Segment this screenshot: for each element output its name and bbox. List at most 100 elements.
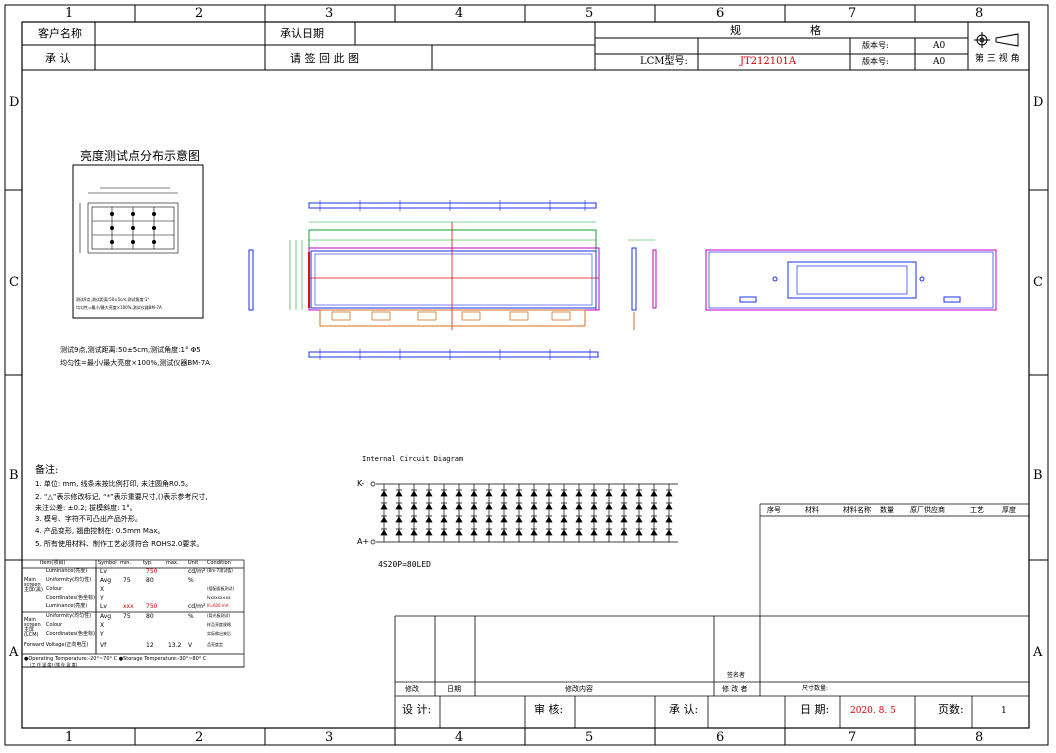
lcm-model-value: JT212101A <box>740 56 797 67</box>
revise-date-label: 日期 <box>447 685 461 693</box>
luminance-box-note-2: 均匀性=最小/最大亮度×100%,测试仪器BM-7A <box>76 305 162 310</box>
led-diode-icon <box>530 489 538 497</box>
spec-cell-item: Colour <box>46 586 63 592</box>
luminance-box-note-1: 测试9点,测试距离:50±5cm,测试角度:1° <box>76 297 150 302</box>
spec-main2-label: Main screen 主屏 (LCM) <box>24 617 41 638</box>
bom-header-process: 工艺 <box>970 506 984 514</box>
spec-cell-cond: (Bm-7测试值) <box>207 568 233 573</box>
spec-cell-sym: Avg <box>100 577 112 584</box>
zone-row-d: D <box>9 95 20 110</box>
spec-table-grid <box>21 559 245 668</box>
note-item-5: 4. 产品变形, 翘曲控制在: 0.5mm Max。 <box>35 527 165 535</box>
zone-col-1-bottom: 1 <box>65 730 74 745</box>
bom-header-material: 材料 <box>805 506 819 514</box>
spec-cell-sym: Lv <box>100 568 107 575</box>
temp-line: ●Operating Temperature:-20°~70° C ●Stora… <box>24 656 207 662</box>
note-item-2: 2. “△”表示修改标记, “*”表示重要尺寸,()表示参考尺寸, <box>35 493 208 501</box>
led-diode-icon <box>530 528 538 536</box>
zone-row-a: A <box>9 645 19 660</box>
spec-header-condition: Condition <box>207 560 231 566</box>
zone-col-2-bottom: 2 <box>195 730 204 745</box>
led-diode-icon <box>530 502 538 510</box>
led-diode-icon <box>440 502 448 510</box>
led-diode-icon <box>605 528 613 536</box>
zone-row-d-right: D <box>1033 95 1044 110</box>
customer-label: 客户名称 <box>38 27 82 40</box>
led-diode-icon <box>665 515 673 523</box>
spec-cell-item: Forward Voltage(正向电压) <box>24 642 89 648</box>
spec-label-1: 规 <box>730 24 741 37</box>
bottom-approve-label: 承 认: <box>669 703 699 716</box>
led-diode-icon <box>470 502 478 510</box>
projection-icon <box>974 32 1019 48</box>
led-diode-icon <box>545 515 553 523</box>
zone-col-1: 1 <box>65 6 74 21</box>
led-diode-icon <box>560 489 568 497</box>
spec-cell-item: Colour <box>46 622 63 628</box>
led-diode-icon <box>650 528 658 536</box>
revision-block <box>394 615 1029 728</box>
spec-cell-sym: X <box>100 586 105 593</box>
led-diode-icon <box>470 489 478 497</box>
led-diode-icon <box>410 502 418 510</box>
zone-row-b: B <box>9 468 19 483</box>
spec-header-min: min. <box>120 560 132 566</box>
led-diode-icon <box>440 515 448 523</box>
led-diode-icon <box>470 515 478 523</box>
led-diode-icon <box>560 528 568 536</box>
reviser-label: 修 改 者 <box>722 685 748 693</box>
bom-header-material-name: 材料名称 <box>843 506 871 514</box>
spec-cell-cond: Ivxxxxx±xx <box>207 595 231 600</box>
led-diode-icon <box>635 515 643 523</box>
spec-main1-label: Main screen 主屏(黑) <box>24 577 43 593</box>
spec-header-max: max. <box>166 560 179 566</box>
led-diode-icon <box>500 489 508 497</box>
led-diode-icon <box>515 528 523 536</box>
led-diode-icon <box>425 502 433 510</box>
led-diode-icon <box>500 502 508 510</box>
pages-label: 页数: <box>938 703 964 716</box>
led-diode-icon <box>485 502 493 510</box>
led-diode-icon <box>590 502 598 510</box>
led-diode-icon <box>515 502 523 510</box>
design-label: 设 计: <box>402 703 432 716</box>
led-diode-icon <box>635 489 643 497</box>
zone-col-6: 6 <box>716 6 725 21</box>
led-diode-icon <box>410 489 418 497</box>
spec-cell-cond: 实际做出来后 <box>207 631 231 636</box>
spec-header-unit: Unit <box>188 560 199 566</box>
led-diode-icon <box>620 515 628 523</box>
temp-sub: (工 作 温 度) (储 存 温 度) <box>30 662 78 667</box>
spec-cell-sym: Y <box>100 595 104 602</box>
bottom-date-value: 2020. 8. 5 <box>850 706 896 716</box>
led-diode-icon <box>455 528 463 536</box>
led-diode-icon <box>455 489 463 497</box>
spec-cell-sym: Vf <box>100 642 107 649</box>
led-diode-icon <box>620 528 628 536</box>
led-diode-icon <box>665 489 673 497</box>
led-diode-icon <box>590 528 598 536</box>
zone-col-7: 7 <box>848 6 857 21</box>
led-diode-icon <box>485 489 493 497</box>
spec-cell-min: 75 <box>123 577 131 584</box>
led-diode-icon <box>455 515 463 523</box>
spec-cell-cond: (搭配面板测试) <box>207 586 235 591</box>
circuit-k-label: K- <box>357 479 365 488</box>
led-diode-icon <box>605 489 613 497</box>
spec-cell-item: Uniformity(均匀性) <box>46 613 92 619</box>
spec-cell-item: Uniformity(均匀性) <box>46 577 92 583</box>
circuit-a-label: A+ <box>357 537 370 546</box>
spec-cell-unit: V <box>188 642 193 649</box>
led-diode-icon <box>650 502 658 510</box>
zone-row-c-right: C <box>1033 275 1043 290</box>
led-diode-icon <box>395 528 403 536</box>
led-diode-icon <box>440 528 448 536</box>
led-diode-icon <box>440 489 448 497</box>
led-diode-icon <box>665 502 673 510</box>
spec-label-2: 格 <box>810 24 821 37</box>
spec-cell-typ: 750 <box>146 568 158 575</box>
zone-col-5: 5 <box>585 6 594 21</box>
led-diode-icon <box>650 515 658 523</box>
approve-label: 承 认 <box>45 52 71 65</box>
